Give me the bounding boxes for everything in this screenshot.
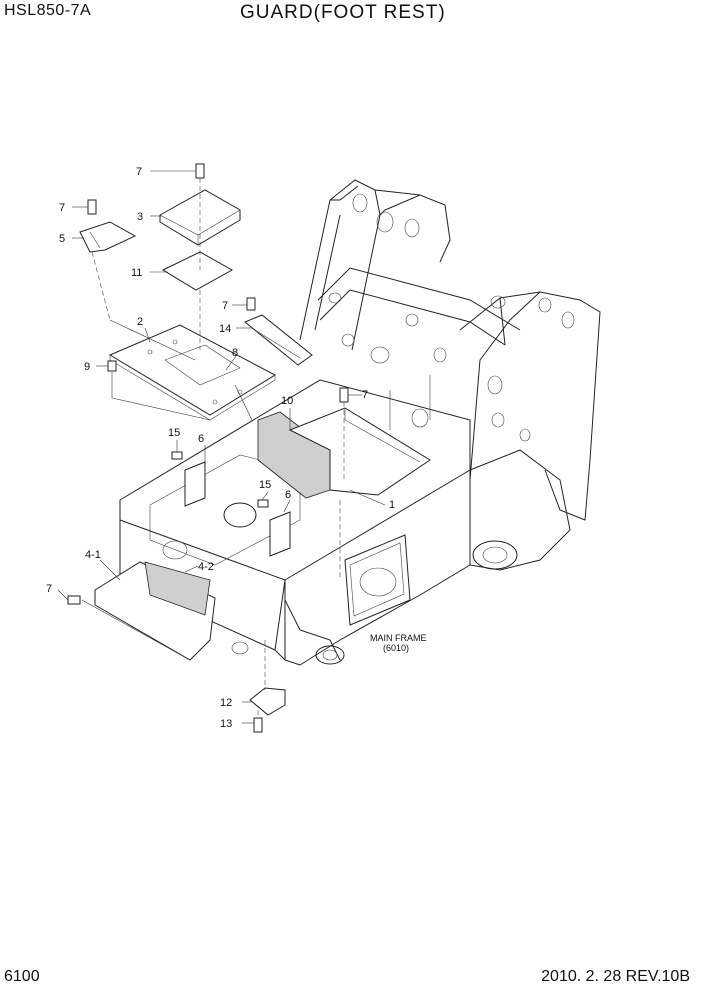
callout-6-right: 6 [285, 489, 291, 501]
part-14-bracket [244, 314, 313, 366]
callout-10: 10 [281, 395, 293, 407]
callout-12: 12 [220, 697, 232, 709]
part-6-right-plate [269, 511, 291, 557]
page-number: 6100 [4, 968, 40, 985]
callout-1: 1 [389, 499, 395, 511]
main-frame-label: MAIN FRAME [370, 633, 427, 643]
part-4-2-mesh-insert [144, 561, 211, 616]
model-code: HSL850-7A [4, 2, 92, 19]
page-title: GUARD(FOOT REST) [240, 2, 446, 23]
leader-lines [57, 170, 386, 724]
callout-4-2: 4-2 [198, 561, 214, 573]
bolts [67, 163, 349, 733]
callout-2: 2 [137, 316, 143, 328]
callout-7-left: 7 [59, 202, 65, 214]
callout-6-left: 6 [198, 433, 204, 445]
part-1-foot-rest-guard [288, 407, 431, 496]
main-frame-ref: (6010) [383, 643, 409, 653]
part-12-small-cover [249, 687, 286, 716]
part-5-side-cover [79, 221, 137, 253]
part-3-guard-cover [159, 189, 241, 246]
callout-7-mid: 7 [222, 300, 228, 312]
callout-3: 3 [137, 211, 143, 223]
callout-14: 14 [219, 323, 231, 335]
callout-11: 11 [131, 267, 142, 279]
callout-7-right: 7 [362, 389, 368, 401]
callout-labels: 7 3 7 5 11 7 14 2 8 9 10 7 15 6 15 6 1 4… [46, 166, 427, 730]
callout-5: 5 [59, 233, 65, 245]
part-11-plate [161, 251, 234, 291]
main-frame [119, 179, 601, 666]
callout-8: 8 [232, 347, 238, 359]
part-6-left-plate [184, 461, 206, 507]
revision-date: 2010. 2. 28 REV.10B [541, 968, 690, 985]
callout-15-right: 15 [259, 479, 271, 491]
callout-13: 13 [220, 718, 232, 730]
callout-7-top: 7 [136, 166, 142, 178]
callout-9: 9 [84, 361, 90, 373]
callout-15-left: 15 [168, 427, 180, 439]
part-2-floor-plate [108, 324, 277, 421]
callout-4-1: 4-1 [85, 549, 101, 561]
callout-7-bottom: 7 [46, 583, 52, 595]
